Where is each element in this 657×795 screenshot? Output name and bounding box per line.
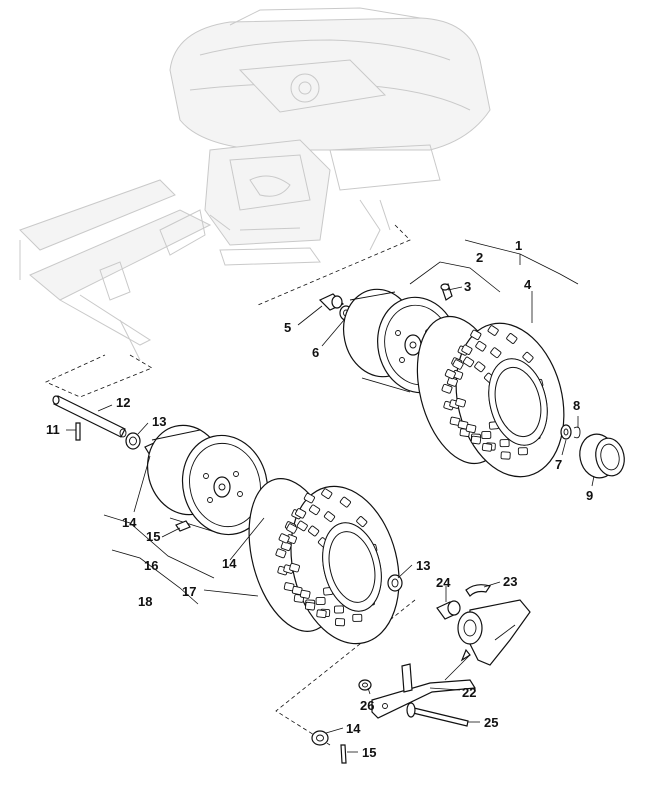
tread-block	[339, 496, 351, 508]
tread-block	[506, 333, 518, 344]
tread-block	[481, 443, 493, 452]
tread-block	[500, 451, 511, 460]
tread-block	[321, 488, 333, 499]
tread-block	[308, 525, 320, 537]
valve-part-3	[440, 283, 453, 301]
tread-block	[316, 609, 327, 619]
callout-14: 14	[222, 556, 237, 571]
callout-13: 13	[416, 558, 430, 573]
tread-block	[352, 613, 363, 622]
tread-block	[461, 344, 473, 355]
callout-6: 6	[312, 345, 319, 360]
tread-block	[444, 369, 456, 380]
group-bracket-18	[111, 549, 199, 605]
callout-15: 15	[362, 745, 376, 760]
callout-18: 18	[138, 594, 152, 609]
callout-11: 11	[46, 422, 60, 437]
tread-block	[474, 361, 486, 373]
callout-25: 25	[484, 715, 498, 730]
group-bracket-16	[103, 514, 215, 579]
callout-7: 7	[555, 457, 562, 472]
tread-block	[334, 618, 346, 627]
callout-17: 17	[182, 584, 196, 599]
callout-16: 16	[144, 558, 158, 573]
tread-block	[289, 562, 300, 573]
callout-14: 14	[122, 515, 137, 530]
tread-block	[441, 383, 453, 394]
callout-4: 4	[524, 277, 532, 292]
tyre-part-4	[416, 315, 565, 478]
tread-block	[304, 601, 316, 611]
washer-part-7	[560, 424, 572, 440]
axle-shaft-part-12	[52, 395, 127, 438]
group-bracket-1	[464, 239, 579, 285]
bracket-part-22-support	[457, 599, 531, 666]
rim-part-16	[146, 424, 269, 536]
tread-block	[275, 548, 287, 559]
washer-part-14-lower	[311, 730, 329, 746]
tread-block	[455, 397, 466, 408]
tread-block	[280, 541, 292, 552]
tread-block	[334, 605, 344, 614]
callout-26: 26	[360, 698, 374, 713]
tread-block	[470, 329, 482, 340]
pin-part-11	[75, 422, 81, 441]
tread-block	[299, 589, 311, 599]
tread-block	[286, 523, 298, 534]
callout-5: 5	[284, 320, 291, 335]
tread-block	[315, 597, 326, 606]
tread-block	[465, 423, 477, 434]
clip-part-8	[573, 426, 581, 439]
spacer-part-5	[318, 293, 345, 311]
washer-part-13-left	[125, 432, 141, 450]
hub-cap-part-9	[579, 433, 625, 479]
leader-lines	[66, 286, 595, 753]
tyre-hub-opening	[328, 531, 376, 603]
callout-24: 24	[436, 575, 451, 590]
callout-13: 13	[152, 414, 166, 429]
pin-part-15-lower	[340, 744, 347, 764]
mower-chassis-background	[19, 7, 491, 361]
tread-block	[475, 340, 487, 352]
callout-8: 8	[573, 398, 580, 413]
tread-block	[499, 439, 510, 448]
tread-block	[308, 504, 321, 516]
callout-9: 9	[586, 488, 593, 503]
tread-block	[462, 356, 475, 368]
tread-block	[323, 511, 336, 522]
bolt-part-25	[406, 702, 469, 727]
clip-part-23	[465, 584, 491, 597]
tread-block	[296, 520, 308, 532]
tread-block	[278, 533, 290, 544]
tyre-part-17	[248, 478, 400, 645]
washer-part-26	[358, 679, 372, 691]
callout-labels: 1 2 3 4 5 6 7 8 9 11 12 13 14 15 14 16 1…	[46, 238, 593, 760]
callout-12: 12	[116, 395, 130, 410]
tyre-hub-opening	[494, 366, 542, 438]
tread-block	[487, 325, 499, 336]
tread-block	[470, 435, 482, 445]
tread-block	[490, 347, 502, 359]
plate-part-22	[371, 648, 477, 719]
tread-block	[481, 431, 492, 440]
callout-23: 23	[503, 574, 517, 589]
tread-block	[356, 516, 368, 528]
tread-block	[303, 492, 315, 504]
washer-part-13-right	[387, 574, 403, 592]
bushing-part-24	[436, 600, 461, 620]
valve-part-15-left	[175, 520, 191, 532]
tread-block	[517, 447, 528, 456]
group-bracket-2	[409, 261, 501, 293]
callout-1: 1	[515, 238, 522, 253]
tread-block	[522, 351, 534, 363]
callout-14: 14	[346, 721, 361, 736]
callout-15: 15	[146, 529, 160, 544]
callout-2: 2	[476, 250, 483, 265]
tread-block	[452, 359, 464, 370]
callout-3: 3	[464, 279, 471, 294]
callout-22: 22	[462, 685, 476, 700]
tread-block	[295, 508, 307, 519]
